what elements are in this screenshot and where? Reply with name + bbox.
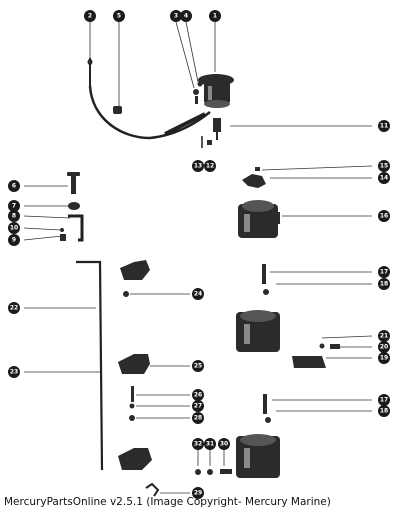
svg-text:26: 26 bbox=[194, 392, 202, 399]
callout-18-upper[interactable]: 18 bbox=[378, 278, 390, 290]
left-bolt-group bbox=[60, 172, 84, 242]
svg-text:9: 9 bbox=[12, 237, 16, 244]
callout-1[interactable]: 1 bbox=[209, 10, 221, 22]
callout-14-upper[interactable]: 14 bbox=[378, 172, 390, 184]
callout-17-upper[interactable]: 17 bbox=[378, 266, 390, 278]
callout-27[interactable]: 27 bbox=[192, 400, 204, 412]
svg-text:27: 27 bbox=[194, 403, 202, 410]
callout-11[interactable]: 11 bbox=[378, 120, 390, 132]
callout-3[interactable]: 3 bbox=[170, 10, 182, 22]
svg-text:15: 15 bbox=[380, 163, 388, 170]
callout-6[interactable]: 6 bbox=[8, 180, 20, 192]
svg-text:10: 10 bbox=[10, 225, 18, 232]
callout-20[interactable]: 20 bbox=[378, 341, 390, 353]
svg-text:14: 14 bbox=[380, 175, 388, 182]
svg-text:32: 32 bbox=[194, 441, 202, 448]
svg-text:18: 18 bbox=[380, 408, 388, 415]
callout-5[interactable]: 5 bbox=[113, 10, 125, 22]
svg-text:12: 12 bbox=[206, 163, 214, 170]
svg-text:31: 31 bbox=[206, 441, 214, 448]
callout-13[interactable]: 13 bbox=[192, 160, 204, 172]
callout-18-lower[interactable]: 18 bbox=[378, 405, 390, 417]
svg-text:2: 2 bbox=[88, 13, 92, 20]
svg-text:16: 16 bbox=[380, 213, 388, 220]
svg-text:1: 1 bbox=[213, 13, 217, 20]
callout-9[interactable]: 9 bbox=[8, 234, 20, 246]
svg-text:7: 7 bbox=[12, 203, 16, 210]
linkage-rod bbox=[76, 260, 104, 471]
svg-text:24: 24 bbox=[194, 291, 202, 298]
svg-text:6: 6 bbox=[12, 183, 16, 190]
callout-19[interactable]: 19 bbox=[378, 352, 390, 364]
leader-lines bbox=[23, 21, 373, 494]
svg-text:19: 19 bbox=[380, 355, 388, 362]
svg-text:5: 5 bbox=[117, 13, 121, 20]
svg-text:4: 4 bbox=[184, 13, 188, 20]
callout-24[interactable]: 24 bbox=[192, 288, 204, 300]
callout-26[interactable]: 26 bbox=[192, 389, 204, 401]
svg-text:20: 20 bbox=[380, 344, 388, 351]
callout-12[interactable]: 12 bbox=[204, 160, 216, 172]
solenoid-assembly bbox=[198, 74, 234, 108]
svg-text:13: 13 bbox=[194, 163, 202, 170]
lever-brackets bbox=[118, 260, 152, 470]
callout-15[interactable]: 15 bbox=[378, 160, 390, 172]
callout-25[interactable]: 25 bbox=[192, 360, 204, 372]
svg-text:23: 23 bbox=[10, 369, 18, 376]
callout-32[interactable]: 32 bbox=[192, 438, 204, 450]
cable-clip bbox=[113, 106, 122, 114]
svg-text:30: 30 bbox=[220, 441, 228, 448]
bottom-hardware bbox=[145, 469, 232, 497]
svg-text:29: 29 bbox=[194, 490, 202, 497]
plunger-and-pin bbox=[201, 118, 221, 148]
callout-17-lower[interactable]: 17 bbox=[378, 394, 390, 406]
small-fasteners-top bbox=[193, 81, 203, 104]
callout-10[interactable]: 10 bbox=[8, 222, 20, 234]
svg-text:3: 3 bbox=[174, 13, 178, 20]
choke-cable bbox=[87, 58, 211, 140]
svg-text:8: 8 bbox=[12, 213, 16, 220]
callout-29[interactable]: 29 bbox=[192, 487, 204, 499]
lever-link bbox=[242, 167, 266, 188]
callout-28[interactable]: 28 bbox=[192, 412, 204, 424]
svg-text:17: 17 bbox=[380, 397, 388, 404]
callout-4[interactable]: 4 bbox=[180, 10, 192, 22]
svg-text:17: 17 bbox=[380, 269, 388, 276]
svg-text:22: 22 bbox=[10, 305, 18, 312]
svg-text:28: 28 bbox=[194, 415, 202, 422]
middle-carburetor bbox=[236, 310, 280, 352]
svg-text:25: 25 bbox=[194, 363, 202, 370]
callout-31[interactable]: 31 bbox=[204, 438, 216, 450]
upper-carburetor bbox=[238, 200, 280, 238]
callout-23[interactable]: 23 bbox=[8, 366, 20, 378]
callout-21[interactable]: 21 bbox=[378, 330, 390, 342]
lower-link-set bbox=[262, 264, 340, 423]
callout-16[interactable]: 16 bbox=[378, 210, 390, 222]
callout-2[interactable]: 2 bbox=[84, 10, 96, 22]
callout-30[interactable]: 30 bbox=[218, 438, 230, 450]
lower-carburetor bbox=[236, 434, 280, 478]
callout-7[interactable]: 7 bbox=[8, 200, 20, 212]
callout-8[interactable]: 8 bbox=[8, 210, 20, 222]
copyright-caption: MercuryPartsOnline v2.5.1 (Image Copyrig… bbox=[4, 496, 331, 508]
callout-22[interactable]: 22 bbox=[8, 302, 20, 314]
svg-text:18: 18 bbox=[380, 281, 388, 288]
svg-text:21: 21 bbox=[380, 333, 388, 340]
svg-text:11: 11 bbox=[380, 123, 388, 130]
